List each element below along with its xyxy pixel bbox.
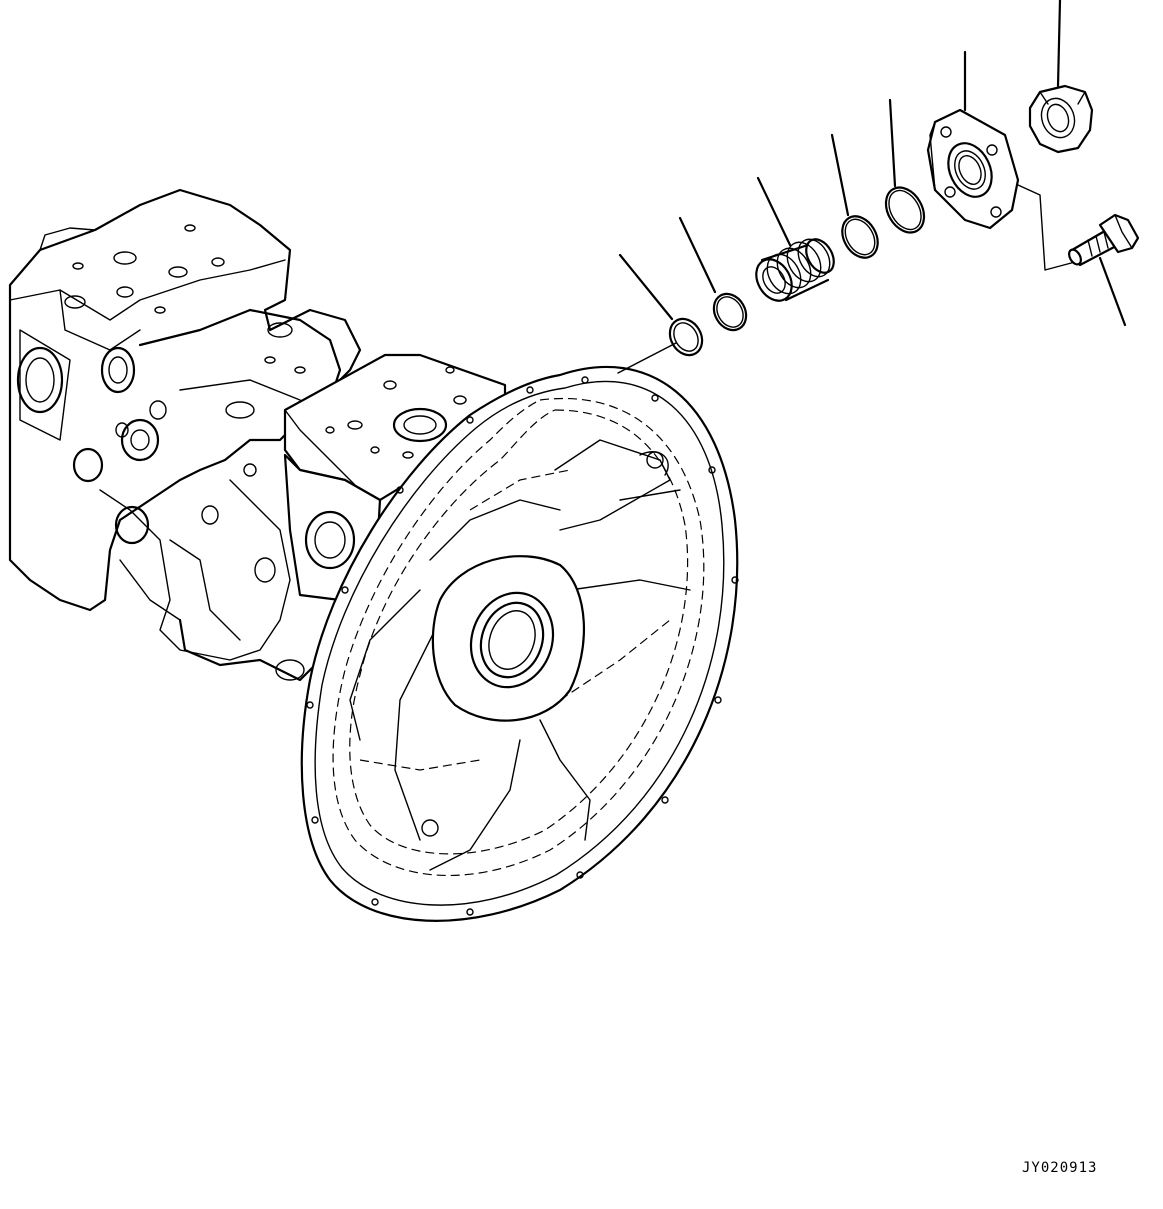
backup-ring [678, 216, 748, 332]
leader-line-3 [756, 176, 792, 247]
threaded-elbow [755, 176, 835, 302]
leader-line-8 [1098, 256, 1127, 327]
drawing-code-label: JY020913 [1022, 1160, 1098, 1176]
leader-line-2 [678, 216, 717, 294]
o-ring-small [618, 253, 704, 357]
o-ring-large [884, 98, 926, 234]
leader-line-1 [618, 253, 674, 321]
bolt [1068, 213, 1140, 327]
flywheel-housing [300, 365, 739, 922]
assembly-axis-line [617, 342, 677, 374]
leader-line-5 [888, 98, 897, 188]
flange [926, 50, 1076, 271]
nut [1028, 0, 1094, 154]
leader-line-7 [1056, 0, 1062, 88]
bolt-guide-line [1017, 184, 1076, 271]
o-ring-medium [830, 133, 879, 259]
leader-line-4 [830, 133, 850, 217]
